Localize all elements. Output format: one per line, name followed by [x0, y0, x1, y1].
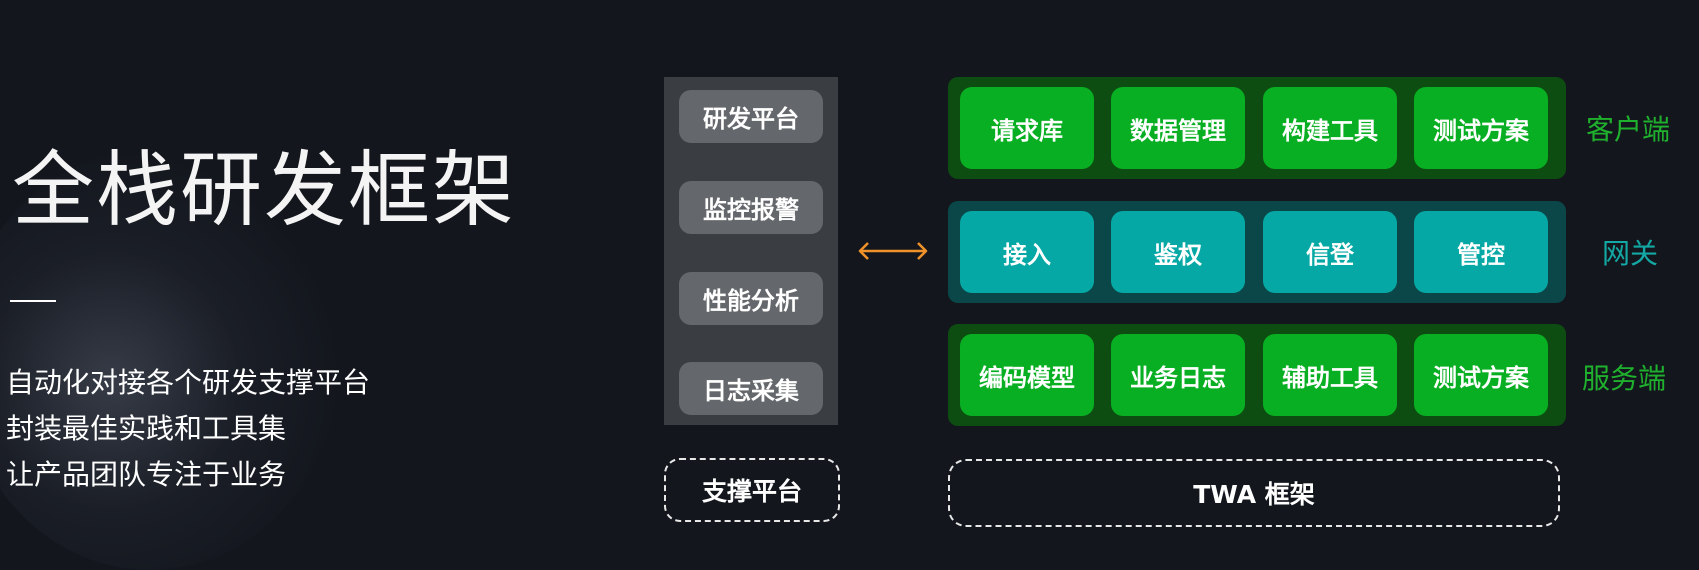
layer-label-gateway: 网关: [1602, 237, 1659, 270]
support-platform-label: 支撑平台: [664, 458, 840, 522]
twa-framework-label: TWA 框架: [948, 459, 1560, 527]
gateway-item-auth: 鉴权: [1111, 211, 1245, 293]
server-item-coding-model: 编码模型: [960, 334, 1094, 416]
layer-label-client: 客户端: [1586, 113, 1671, 146]
title-divider: [10, 300, 56, 302]
client-item-data-management: 数据管理: [1111, 87, 1245, 169]
gateway-item-access: 接入: [960, 211, 1094, 293]
layer-gateway: 接入 鉴权 信登 管控: [948, 201, 1566, 303]
server-item-business-log: 业务日志: [1111, 334, 1245, 416]
client-item-test-plan: 测试方案: [1414, 87, 1548, 169]
server-item-test-plan: 测试方案: [1414, 334, 1548, 416]
support-item-logging: 日志采集: [679, 362, 823, 415]
server-item-helper-tools: 辅助工具: [1263, 334, 1397, 416]
layer-client: 请求库 数据管理 构建工具 测试方案: [948, 77, 1566, 179]
feature-list: 自动化对接各个研发支撑平台 封装最佳实践和工具集 让产品团队专注于业务: [6, 360, 370, 506]
support-platform-column: 研发平台 监控报警 性能分析 日志采集: [664, 77, 838, 425]
double-arrow-icon: [858, 242, 928, 260]
feature-item: 自动化对接各个研发支撑平台: [6, 366, 371, 399]
gateway-item-signin: 信登: [1263, 211, 1397, 293]
gateway-item-control: 管控: [1414, 211, 1548, 293]
layer-label-server: 服务端: [1582, 362, 1667, 395]
support-item-monitoring: 监控报警: [679, 181, 823, 234]
page-title: 全栈研发框架: [12, 143, 517, 238]
layer-server: 编码模型 业务日志 辅助工具 测试方案: [948, 324, 1566, 426]
feature-item: 让产品团队专注于业务: [6, 458, 287, 491]
client-item-request-lib: 请求库: [960, 87, 1094, 169]
support-item-performance: 性能分析: [679, 272, 823, 325]
feature-item: 封装最佳实践和工具集: [6, 412, 287, 445]
support-item-rd-platform: 研发平台: [679, 90, 823, 143]
client-item-build-tools: 构建工具: [1263, 87, 1397, 169]
